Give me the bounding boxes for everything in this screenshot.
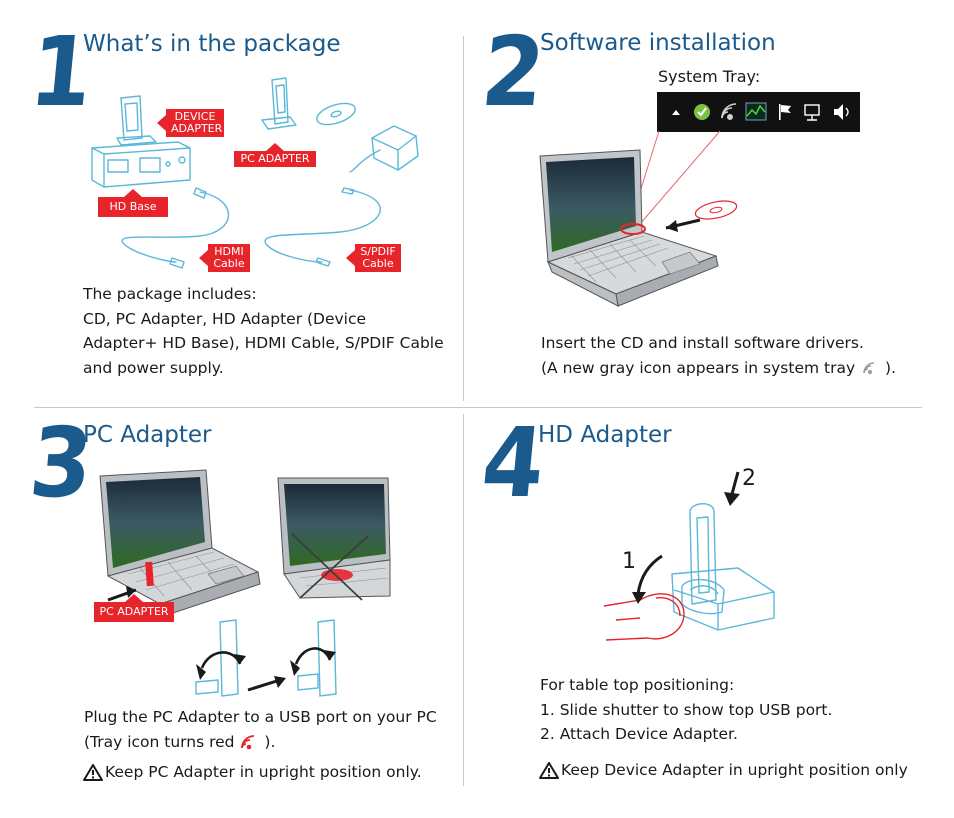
- flag-icon: [779, 104, 791, 120]
- callout-two: 2: [742, 466, 756, 491]
- shield-check-icon: [694, 104, 710, 120]
- callout-one: 1: [622, 549, 636, 574]
- label-pc-adapter-package: PC ADAPTER: [234, 143, 316, 167]
- vertical-divider-top: [463, 36, 464, 401]
- step-3-warning: Keep PC Adapter in upright position only…: [83, 763, 422, 781]
- step-4-line: 2. Attach Device Adapter.: [540, 725, 738, 743]
- network-icon: [804, 104, 820, 121]
- label-spdif-cable: S/PDIF Cable: [346, 244, 401, 272]
- warning-icon: [539, 762, 559, 779]
- step-2-line-text: (A new gray icon appears in system tray: [541, 358, 856, 377]
- horizontal-divider: [34, 407, 922, 408]
- step-1-line: The package includes:: [83, 285, 257, 303]
- monitor-graph-icon: [745, 102, 767, 121]
- step-4-warning-text: Keep Device Adapter in upright position …: [561, 761, 908, 779]
- step-3-warning-text: Keep PC Adapter in upright position only…: [105, 763, 422, 781]
- step-3-title: PC Adapter: [83, 422, 212, 448]
- step-1-description: The package includes: CD, PC Adapter, HD…: [83, 282, 461, 380]
- label-pc-adapter-laptop: PC ADAPTER: [94, 594, 174, 622]
- vertical-divider-bottom: [463, 414, 464, 786]
- step-3-line-end: ).: [264, 732, 276, 751]
- step-2-line-end: ).: [885, 358, 896, 377]
- step-3-line: (Tray icon turns red ).: [84, 730, 462, 755]
- step-1-line: CD, PC Adapter, HD Adapter (Device: [83, 309, 367, 328]
- system-tray-label: System Tray:: [658, 67, 761, 86]
- step-1-title: What’s in the package: [83, 31, 341, 57]
- step-2-description: Insert the CD and install software drive…: [541, 331, 921, 380]
- step-4-title: HD Adapter: [538, 422, 672, 448]
- step-4-line: 1. Slide shutter to show top USB port.: [540, 700, 833, 719]
- step-4-warning: Keep Device Adapter in upright position …: [539, 761, 908, 779]
- step-4-description: For table top positioning: 1. Slide shut…: [540, 673, 920, 747]
- wireless-gray-icon: [721, 103, 737, 121]
- step-2-line: Insert the CD and install software drive…: [541, 334, 864, 352]
- step-3-line: Plug the PC Adapter to a USB port on you…: [84, 708, 437, 726]
- step-3-description: Plug the PC Adapter to a USB port on you…: [84, 705, 462, 754]
- label-hd-base: HD Base: [98, 189, 168, 217]
- wireless-red-icon: [241, 735, 255, 750]
- warning-icon: [83, 764, 103, 781]
- label-hdmi-cable: HDMI Cable: [199, 244, 250, 272]
- step-1-line: and power supply.: [83, 358, 224, 377]
- label-device-adapter: DEVICE ADAPTER: [157, 109, 224, 137]
- step-4-line: For table top positioning:: [540, 676, 735, 694]
- step-3-line-text: (Tray icon turns red: [84, 732, 235, 751]
- wireless-gray-icon: [863, 362, 875, 374]
- chevron-up-icon: [672, 110, 680, 115]
- step-1-line: Adapter+ HD Base), HDMI Cable, S/PDIF Ca…: [83, 334, 444, 352]
- speaker-icon: [834, 104, 849, 120]
- step-2-title: Software installation: [540, 30, 776, 56]
- step-2-line: (A new gray icon appears in system tray …: [541, 356, 921, 381]
